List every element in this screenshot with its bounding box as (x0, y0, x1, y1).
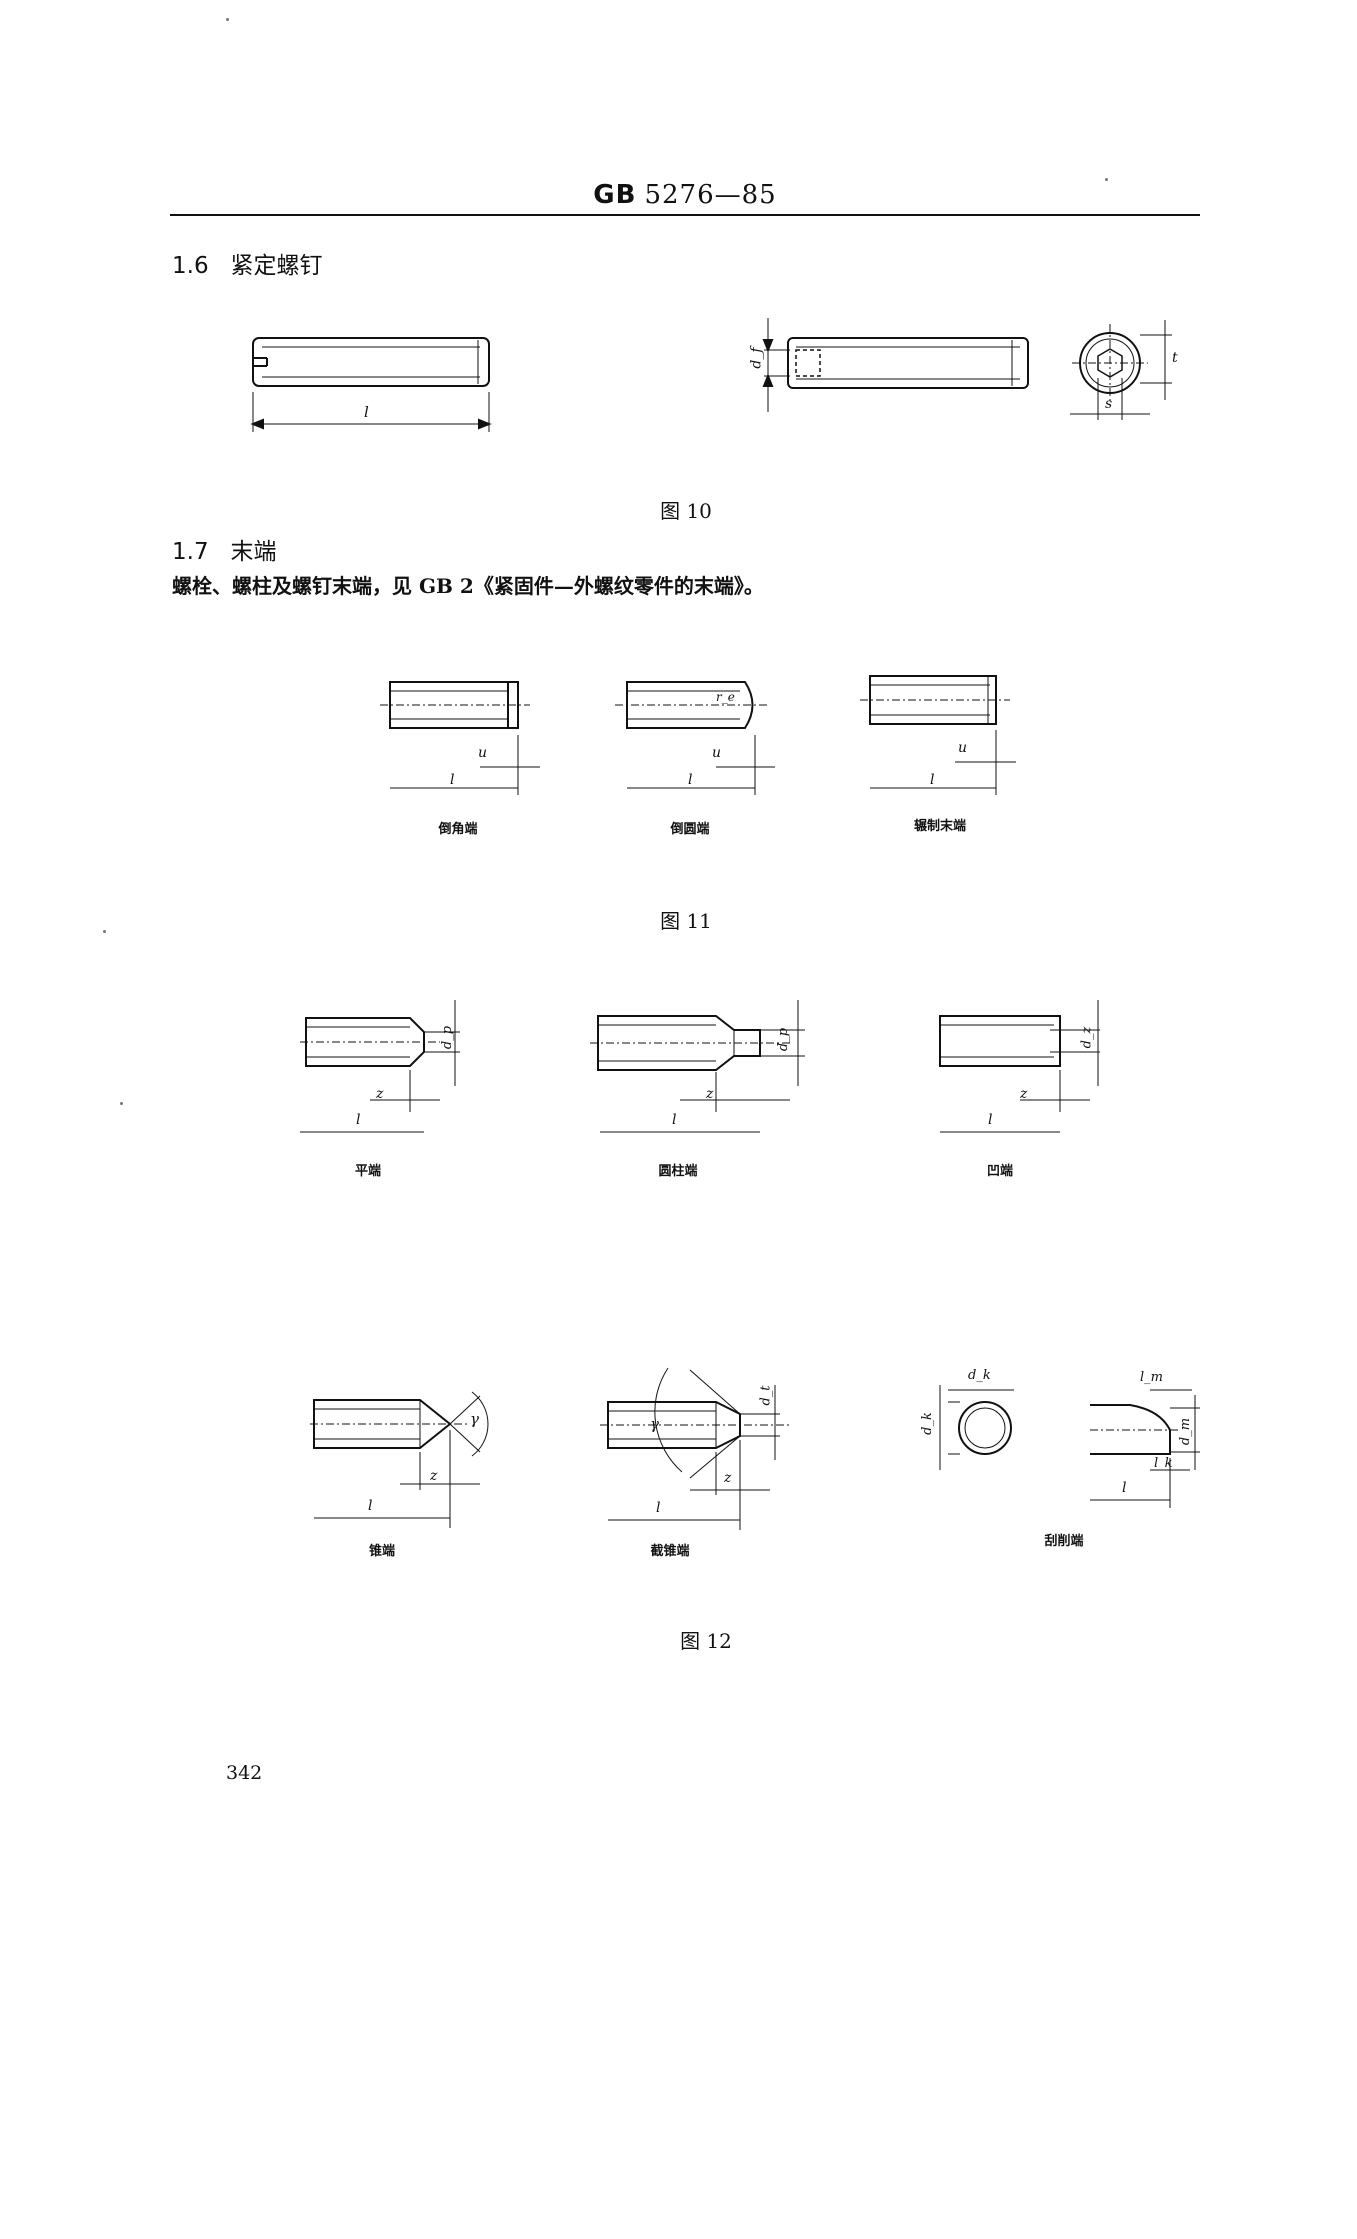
set-screw-slotted-drawing (250, 337, 492, 432)
flat-end-label: 平端 (354, 1164, 381, 1179)
section-1-6-heading: 1.6 紧定螺钉 (172, 246, 323, 280)
fig10-t-label: t (1172, 350, 1178, 366)
page-number: 342 (226, 1762, 263, 1784)
cup-end-z-label: z (1020, 1086, 1028, 1102)
chamfered-end-label: 倒角端 (438, 822, 478, 837)
fig11-r-label: r_e (716, 690, 735, 704)
cup-end-drawing (939, 1000, 1100, 1133)
cup-end-label: 凹端 (986, 1164, 1013, 1179)
standard-number: 5276—85 (644, 180, 777, 210)
dog-point-drawing (590, 1000, 805, 1133)
dog-point-label: 圆柱端 (658, 1164, 698, 1179)
section-title: 紧定螺钉 (230, 253, 323, 279)
fig10-s-label: s (1105, 396, 1113, 412)
truncated-cone-d-label: d_t (758, 1385, 774, 1406)
scan-speck (226, 18, 229, 21)
cone-point-drawing (310, 1391, 489, 1528)
dog-point-l-label: l (672, 1112, 677, 1128)
fig10-df-label: d_f (748, 347, 765, 369)
truncated-cone-z-label: z (724, 1470, 732, 1486)
scraped-end-dm-label: d_m (1178, 1417, 1194, 1446)
fig11-u-label: u (478, 745, 488, 761)
dog-point-z-label: z (706, 1086, 714, 1102)
cone-point-angle-label: γ (470, 1410, 479, 1428)
scraped-end-dk-label: d_k (968, 1368, 991, 1383)
fig10-caption: 图 10 (660, 499, 712, 523)
section-1-7-text: 螺栓、螺柱及螺钉末端，见 GB 2《紧固件—外螺纹零件的末端》。 (172, 574, 764, 598)
scraped-end-lk-label: l_k (1154, 1456, 1173, 1471)
cone-point-z-label: z (430, 1468, 438, 1484)
flat-end-d-label: d_p (440, 1025, 456, 1050)
fig10-length-label: l (364, 403, 369, 421)
rounded-end-label: 倒圆端 (670, 822, 710, 837)
scan-speck (120, 1102, 123, 1105)
truncated-cone-angle-label: γ (650, 1415, 659, 1433)
scan-speck (103, 930, 106, 933)
scraped-end-dk-vertical-label: d_k (919, 1412, 935, 1435)
header-rule (170, 214, 1200, 216)
truncated-cone-label: 截锥端 (650, 1544, 690, 1559)
flat-end-z-label: z (376, 1086, 384, 1102)
fig11-l3-label: l (930, 772, 935, 788)
fig12-caption: 图 12 (680, 1629, 732, 1653)
fig11-l2-label: l (688, 772, 693, 788)
scraped-end-l-label: l (1122, 1480, 1127, 1496)
truncated-cone-point-drawing (600, 1367, 790, 1530)
dog-point-d-label: d_p (776, 1027, 792, 1052)
flat-end-l-label: l (356, 1112, 361, 1128)
fig11-u2-label: u (712, 745, 722, 761)
section-1-7-heading: 1.7 末端 (172, 532, 277, 566)
truncated-cone-l-label: l (656, 1500, 661, 1516)
set-screw-hex-socket-drawing (762, 318, 1172, 420)
fig11-l-label: l (450, 772, 455, 788)
rolled-end-drawing (860, 675, 1016, 795)
scraped-end-lm-label: l_m (1140, 1370, 1163, 1385)
flat-end-drawing (300, 1000, 460, 1133)
section-title: 末端 (230, 539, 277, 565)
cup-end-d-label: d_z (1079, 1026, 1095, 1049)
section-number: 1.7 (172, 539, 209, 565)
cone-point-l-label: l (368, 1498, 373, 1514)
cone-point-label: 锥端 (368, 1544, 395, 1559)
cup-end-l-label: l (988, 1112, 993, 1128)
fig11-u3-label: u (958, 740, 968, 756)
scan-speck (1105, 178, 1108, 181)
section-number: 1.6 (172, 253, 209, 279)
fig11-caption: 图 11 (660, 909, 712, 933)
scraped-end-drawing (939, 1385, 1200, 1508)
chamfered-end-drawing (380, 681, 540, 795)
rounded-end-drawing (615, 681, 775, 795)
rolled-end-label: 辗制末端 (913, 819, 966, 834)
scraped-end-label: 刮削端 (1044, 1534, 1084, 1549)
standard-code: GB (593, 180, 637, 210)
